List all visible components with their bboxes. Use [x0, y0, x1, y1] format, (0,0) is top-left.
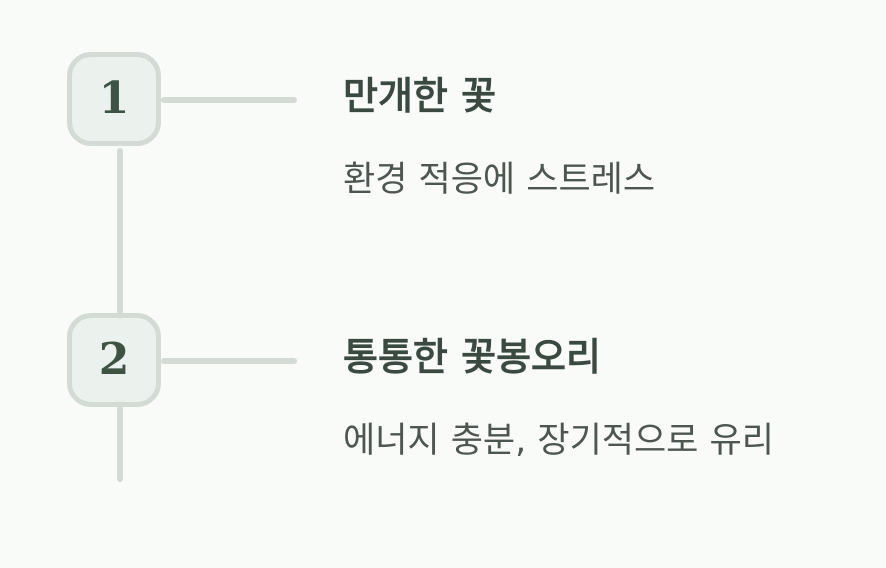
step-1-description: 환경 적응에 스트레스 — [343, 160, 656, 200]
step-2-number: 2 — [98, 334, 130, 385]
timeline-spine-upper — [117, 148, 123, 316]
step-1-number: 1 — [98, 73, 130, 124]
step-1-badge: 1 — [67, 52, 161, 146]
timeline-spine-lower — [117, 406, 123, 482]
step-2-title: 통통한 꽃봉오리 — [343, 335, 601, 379]
step-1-connector — [161, 97, 297, 103]
step-1-title: 만개한 꽃 — [343, 74, 497, 118]
step-2-connector — [161, 358, 297, 364]
step-2-badge: 2 — [67, 313, 161, 407]
step-2-description: 에너지 충분, 장기적으로 유리 — [343, 421, 774, 461]
